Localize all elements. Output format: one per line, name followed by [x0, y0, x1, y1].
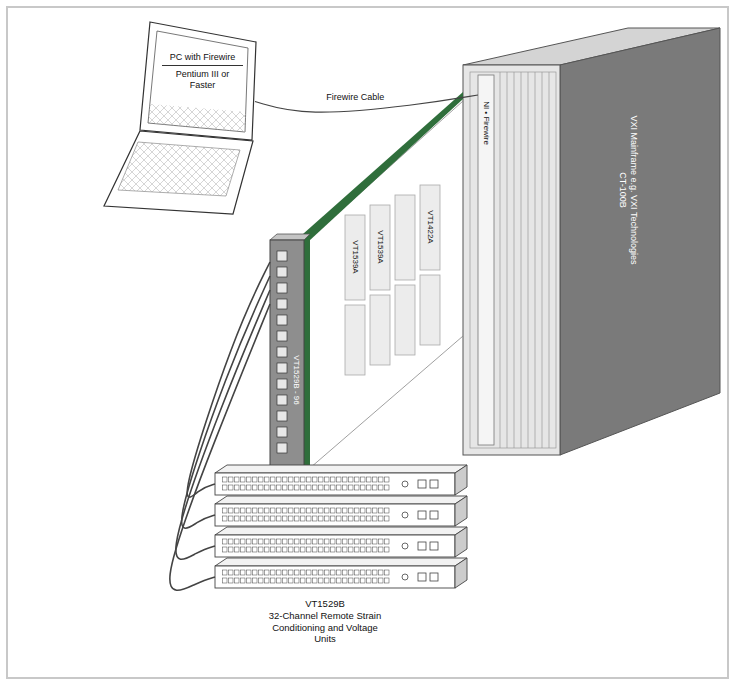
node-text: Pentium III or Faster — [162, 69, 243, 91]
card-module: VT1422A — [420, 185, 440, 270]
card-module: VT1539A — [370, 205, 390, 290]
signal-cable — [187, 262, 270, 497]
slot-lines — [500, 72, 549, 448]
heading-group: VT1529B32-Channel Remote Strain Conditio… — [225, 598, 425, 645]
picture-frame — [7, 7, 728, 678]
card — [420, 185, 440, 270]
card-cage — [470, 72, 556, 448]
signal-cable — [182, 276, 270, 528]
card — [370, 295, 390, 365]
firewire-module-face — [478, 75, 494, 445]
laptop-base — [104, 131, 253, 214]
remote-unit — [215, 465, 467, 495]
screen-pattern — [148, 104, 246, 132]
panel-face — [270, 240, 304, 470]
cable-label: Firewire Cable — [324, 92, 386, 103]
card — [370, 205, 390, 290]
remote-unit — [215, 527, 467, 557]
panel-top — [270, 234, 310, 240]
mainframe-side — [560, 28, 720, 455]
vertical-label: VT1539A — [350, 240, 360, 273]
node-text: VT1529B — [225, 598, 425, 609]
vxi-mainframe: NI • FirewireVXI Mainframe e.g. VXI Tech… — [463, 65, 560, 455]
vertical-label: VXI Mainframe e.g. VXI Technologies CT-1… — [617, 115, 639, 265]
firewire-module: NI • Firewire — [478, 75, 494, 445]
vertical-label: VT1422A — [425, 210, 435, 243]
laptop-lid — [140, 22, 256, 140]
front-panel: VT1529B - 96 — [270, 240, 304, 470]
remote-unit-stack: VT1529B32-Channel Remote Strain Conditio… — [215, 465, 470, 590]
signal-cable — [176, 290, 270, 559]
board-outline — [310, 101, 463, 468]
node-text: 32-Channel Remote Strain Conditioning an… — [263, 610, 388, 644]
card — [345, 305, 365, 375]
vertical-label: NI • Firewire — [481, 101, 491, 145]
laptop-keyboard — [118, 142, 240, 196]
card — [345, 215, 365, 300]
connectors — [170, 95, 478, 590]
vertical-label: VT1539A — [375, 230, 385, 263]
card — [395, 195, 415, 280]
node-text: PC with Firewire — [162, 52, 243, 66]
board-edge — [304, 238, 310, 470]
card-module: VT1539A — [345, 215, 365, 300]
panel-connectors — [276, 248, 288, 456]
remote-unit — [215, 496, 467, 526]
vertical-label: VT1529B - 96 — [291, 355, 301, 404]
card — [395, 285, 415, 355]
remote-unit — [215, 558, 467, 588]
signal-cable — [170, 304, 270, 590]
card — [420, 275, 440, 345]
laptop-screen-edge — [148, 31, 248, 132]
laptop-screen: PC with FirewirePentium III or Faster — [150, 28, 255, 133]
mainframe-front — [463, 65, 560, 455]
